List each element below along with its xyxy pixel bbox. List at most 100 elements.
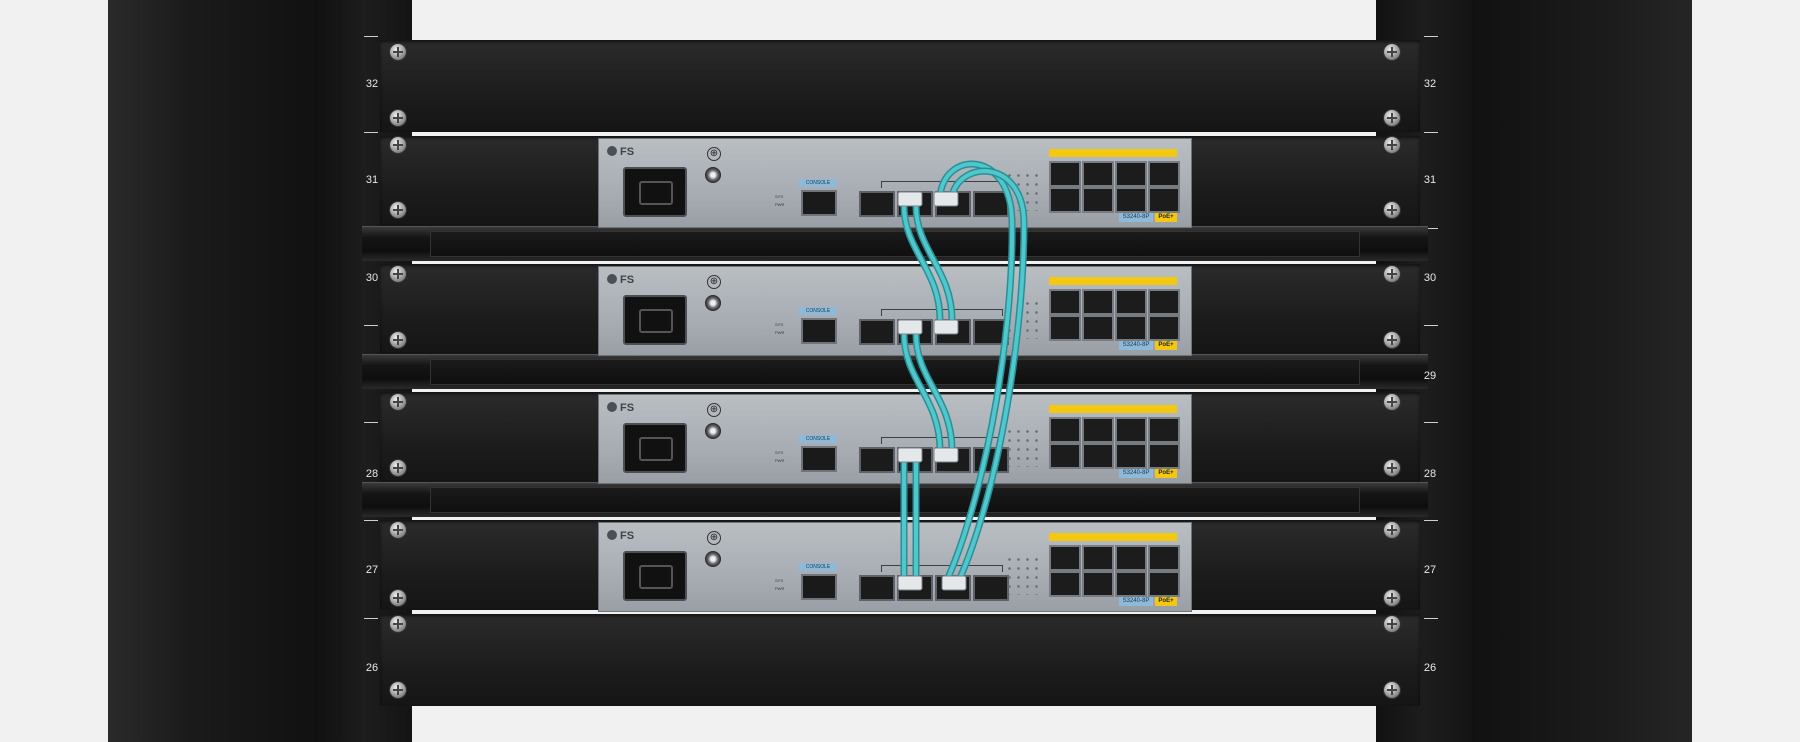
rj45-port[interactable] — [1148, 443, 1180, 469]
fiber-cable-ring-return — [936, 160, 1028, 582]
screw-icon — [1384, 682, 1400, 698]
poe-label-strip — [1049, 277, 1177, 285]
poe-label-strip — [1049, 149, 1177, 157]
rack-right-outer-post — [1472, 0, 1692, 742]
screw-icon — [390, 682, 406, 698]
rj45-port-grid — [1049, 405, 1180, 475]
rj45-port[interactable] — [1082, 289, 1114, 315]
console-port[interactable] — [801, 190, 837, 216]
poe-label-strip — [1049, 405, 1177, 413]
rj45-port[interactable] — [1049, 289, 1081, 315]
sfp-port-1[interactable] — [859, 319, 895, 345]
rj45-port[interactable] — [1115, 545, 1147, 571]
screw-icon — [390, 522, 406, 538]
screw-icon — [390, 202, 406, 218]
rj45-port[interactable] — [1082, 161, 1114, 187]
fs-logo: FS — [607, 402, 634, 414]
rj45-port[interactable] — [1049, 545, 1081, 571]
screw-icon — [1384, 137, 1400, 153]
port-led-matrix — [1005, 427, 1041, 467]
rj45-port[interactable] — [1148, 545, 1180, 571]
rj45-port[interactable] — [1115, 161, 1147, 187]
rail-tick — [1424, 228, 1438, 229]
rj45-port[interactable] — [1115, 571, 1147, 597]
rj45-port[interactable] — [1082, 417, 1114, 443]
screw-icon — [390, 394, 406, 410]
rj45-port[interactable] — [1148, 571, 1180, 597]
rj45-port[interactable] — [1082, 545, 1114, 571]
rack-unit-label: 27 — [1423, 564, 1437, 576]
rack-unit-label: 32 — [365, 78, 379, 90]
blank-panel-bottom — [380, 614, 1420, 706]
fs-logo: FS — [607, 146, 634, 158]
rack-left-outer-post — [108, 0, 318, 742]
rail-tick — [1424, 618, 1438, 619]
fiber-cable-stack-link-1-2 — [900, 202, 956, 324]
rack-unit-label: 27 — [365, 564, 379, 576]
sfp-port-1[interactable] — [859, 191, 895, 217]
console-port[interactable] — [801, 446, 837, 472]
rj45-port[interactable] — [1148, 315, 1180, 341]
console-port[interactable] — [801, 574, 837, 600]
sfp-bracket — [881, 565, 1003, 572]
rack-unit-label: 28 — [365, 468, 379, 480]
grounding-screw-icon — [705, 423, 721, 439]
rj45-port[interactable] — [1115, 187, 1147, 213]
rj45-port[interactable] — [1115, 315, 1147, 341]
rj45-port[interactable] — [1148, 417, 1180, 443]
power-inlet-icon — [623, 423, 687, 473]
rj45-port[interactable] — [1082, 571, 1114, 597]
rj45-port[interactable] — [1115, 443, 1147, 469]
rail-tick — [364, 132, 378, 133]
rj45-port[interactable] — [1082, 443, 1114, 469]
rj45-port[interactable] — [1049, 315, 1081, 341]
model-label: S3240-8P — [1119, 597, 1153, 606]
poe-badge: PoE+ — [1155, 469, 1177, 478]
poe-badge: PoE+ — [1155, 213, 1177, 222]
rj45-port[interactable] — [1115, 417, 1147, 443]
model-label: S3240-8P — [1119, 213, 1153, 222]
screw-icon — [1384, 394, 1400, 410]
screw-icon — [1384, 590, 1400, 606]
poe-label-strip — [1049, 533, 1177, 541]
grounding-screw-icon — [705, 295, 721, 311]
rj45-port[interactable] — [1148, 161, 1180, 187]
rj45-port[interactable] — [1049, 571, 1081, 597]
rj45-port[interactable] — [1115, 289, 1147, 315]
screw-icon — [390, 44, 406, 60]
rj45-port[interactable] — [1049, 417, 1081, 443]
screw-icon — [390, 460, 406, 476]
rj45-port[interactable] — [1082, 187, 1114, 213]
power-inlet-icon — [623, 551, 687, 601]
screw-icon — [1384, 616, 1400, 632]
rj45-port[interactable] — [1049, 187, 1081, 213]
rack-unit-label: 26 — [1423, 662, 1437, 674]
rj45-port[interactable] — [1148, 289, 1180, 315]
rj45-port[interactable] — [1082, 315, 1114, 341]
rj45-port[interactable] — [1049, 443, 1081, 469]
rail-tick — [1424, 36, 1438, 37]
rack-unit-label: 31 — [365, 174, 379, 186]
screw-icon — [390, 266, 406, 282]
rj45-port[interactable] — [1049, 161, 1081, 187]
console-port[interactable] — [801, 318, 837, 344]
sfp-port-1[interactable] — [859, 575, 895, 601]
ground-symbol-icon: ⊕ — [707, 403, 721, 417]
sfp-port-1[interactable] — [859, 447, 895, 473]
screw-icon — [1384, 332, 1400, 348]
screw-icon — [1384, 460, 1400, 476]
rj45-port[interactable] — [1148, 187, 1180, 213]
rack-unit-label: 26 — [365, 662, 379, 674]
fiber-cable-stack-link-2-3 — [900, 330, 956, 454]
rack-unit-label: 31 — [1423, 174, 1437, 186]
rack-unit-label: 30 — [365, 272, 379, 284]
rail-tick — [364, 422, 378, 423]
grounding-screw-icon — [705, 167, 721, 183]
